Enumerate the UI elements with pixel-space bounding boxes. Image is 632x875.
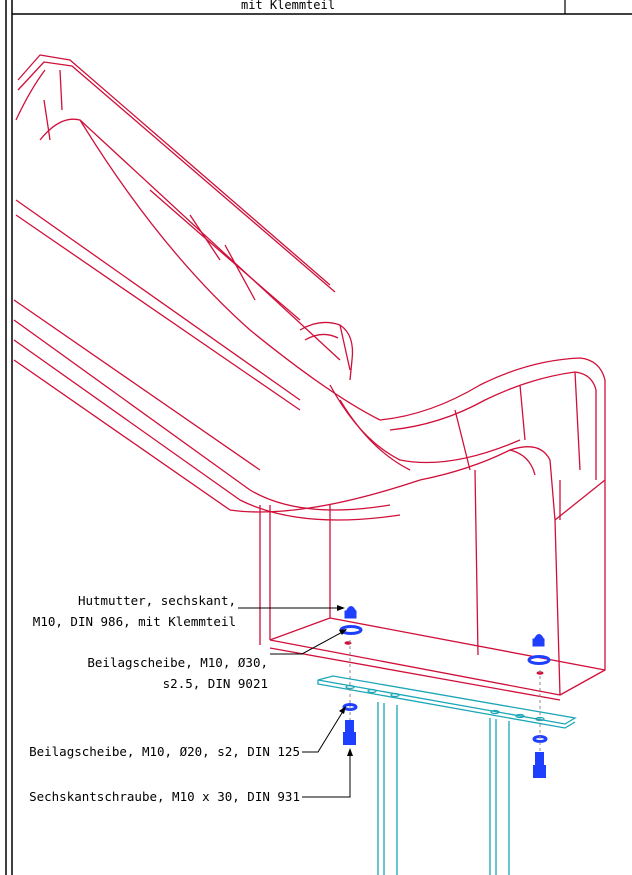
hardware-right <box>527 634 551 778</box>
hex-bolt-right <box>533 752 546 778</box>
leader-lines <box>238 607 351 798</box>
washer-small-label: Beilagscheibe, M10, Ø20, s2, DIN 125 <box>29 744 300 759</box>
slide-chute <box>13 54 606 701</box>
cap-nut-left <box>344 606 357 619</box>
washer-large-right <box>527 655 551 665</box>
washer-small-left <box>342 703 358 711</box>
drawing-frame <box>5 0 632 875</box>
hardware-left <box>339 606 363 745</box>
title-block: mit Klemmteil <box>241 0 335 12</box>
hex-bolt-left <box>343 720 356 745</box>
cap-nut-label-line2: M10, DIN 986, mit Klemmteil <box>33 614 236 629</box>
cap-nut-label-line1: Hutmutter, sechskant, <box>78 593 236 608</box>
washer-large-label-line1: Beilagscheibe, M10, Ø30, <box>87 655 268 670</box>
cap-nut-right <box>532 634 545 647</box>
washer-large-label-line2: s2.5, DIN 9021 <box>163 676 268 691</box>
support-plate <box>317 675 577 875</box>
title-block-text: mit Klemmteil <box>241 0 335 12</box>
hex-bolt-label: Sechskantschraube, M10 x 30, DIN 931 <box>29 789 300 804</box>
leader-arrows <box>337 605 353 756</box>
callout-labels: Hutmutter, sechskant, M10, DIN 986, mit … <box>29 593 300 804</box>
